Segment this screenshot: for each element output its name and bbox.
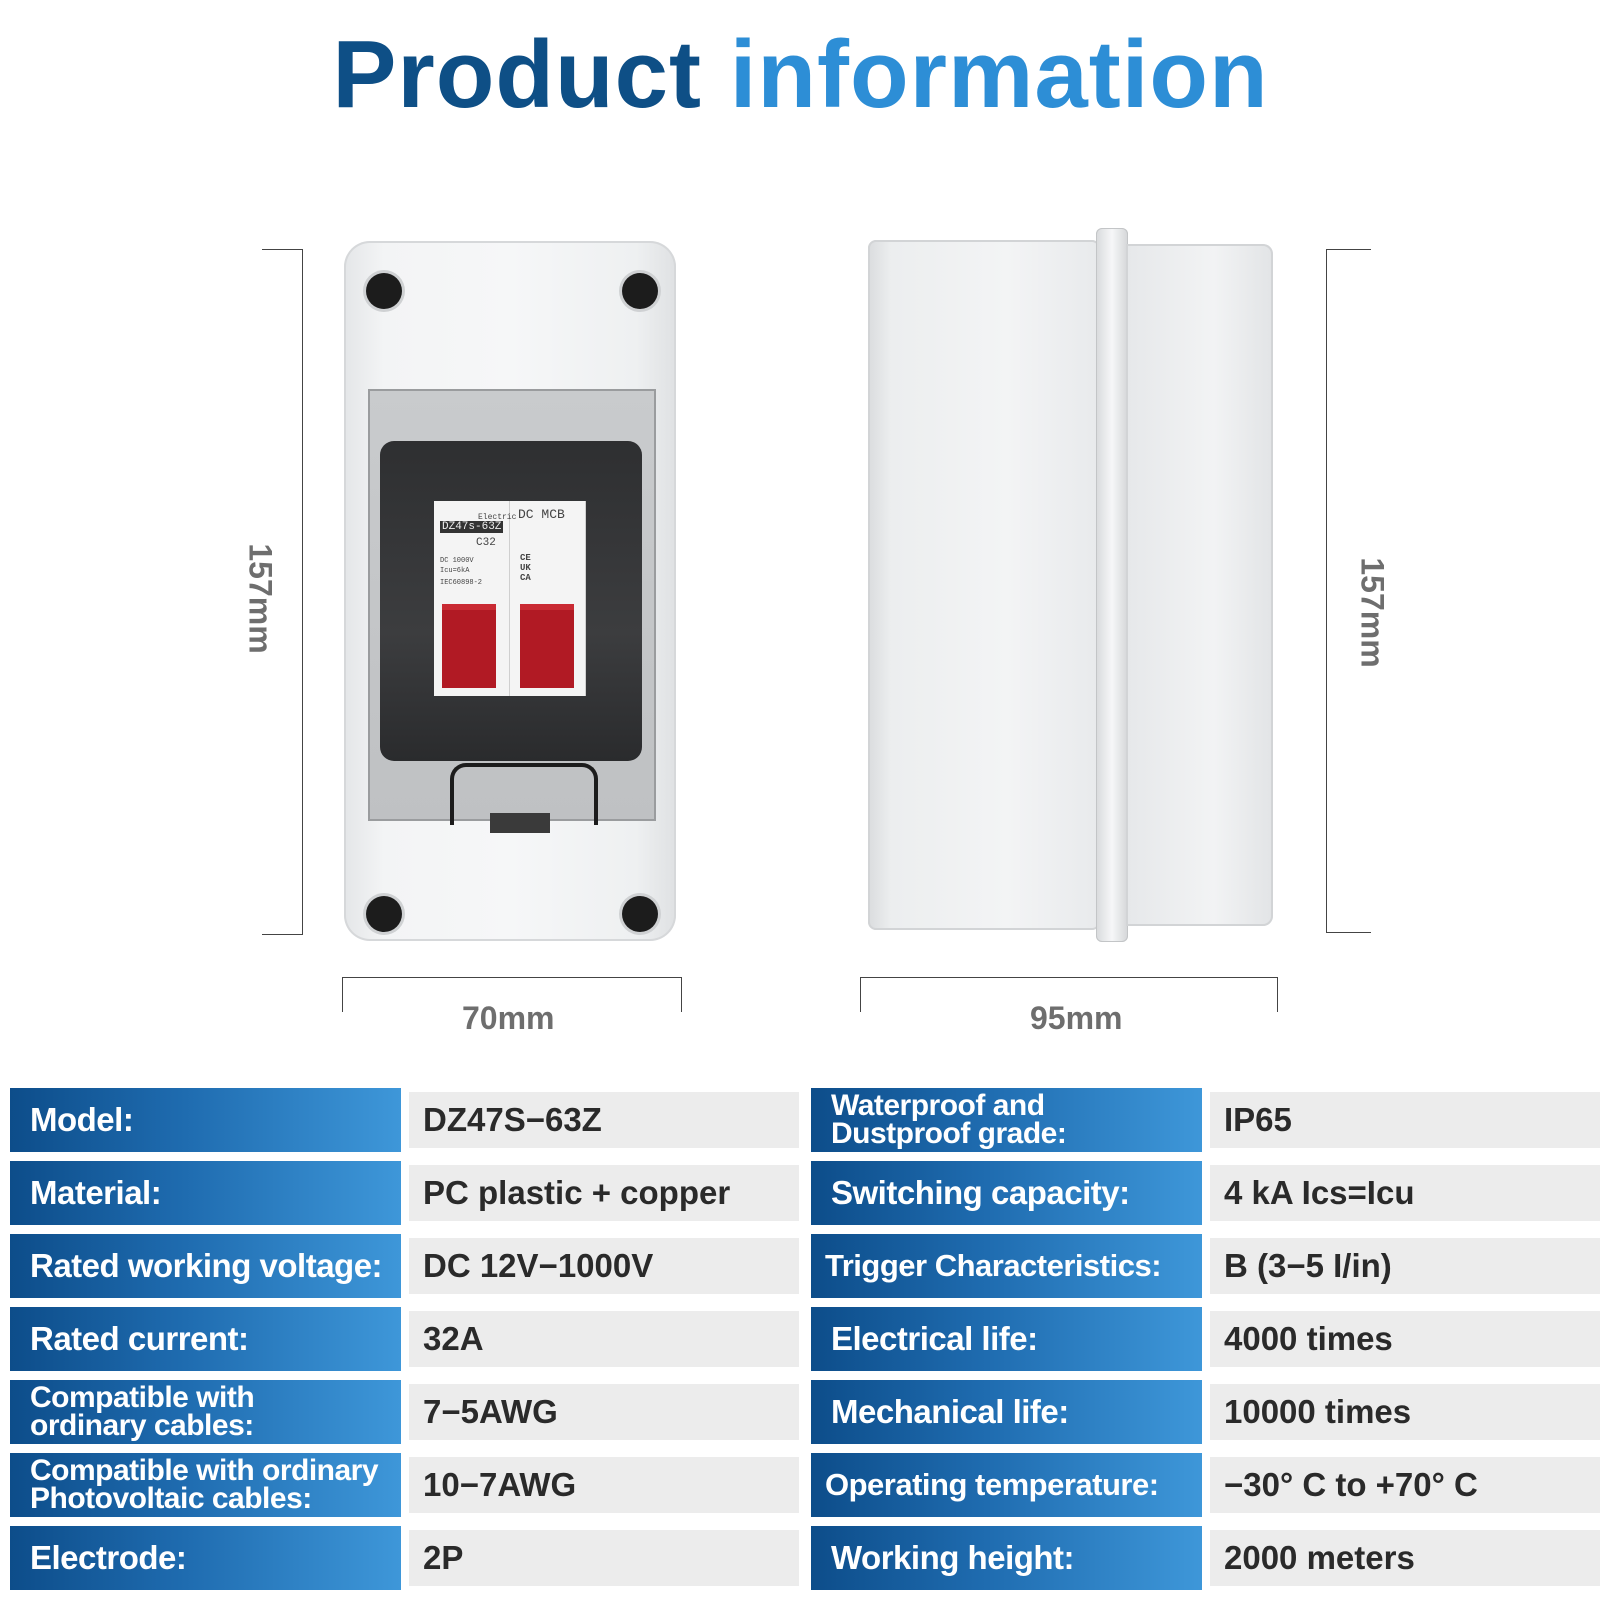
spec-value: 10000 times: [1210, 1384, 1600, 1440]
cover-latch-base: [490, 813, 550, 833]
spec-label: Rated current:: [10, 1307, 401, 1371]
spec-label: Working height:: [811, 1526, 1202, 1590]
cover-latch: [450, 763, 598, 825]
spec-value: DZ47S−63Z: [409, 1092, 799, 1148]
front-height-label: 157mm: [242, 543, 279, 654]
breaker-standard: IEC60898-2: [440, 579, 483, 587]
breaker-rating: C32: [476, 537, 496, 549]
transparent-cover-window: Electric DZ47s-63Z C32 DC MCB DC 1000V I…: [368, 389, 656, 833]
spec-label: Operating temperature:: [811, 1453, 1202, 1517]
enclosure-seal-rim: [1096, 228, 1128, 942]
screw-hole: [366, 896, 402, 932]
side-width-dimension-line: [860, 977, 1278, 1012]
spec-value: PC plastic + copper: [409, 1165, 799, 1221]
enclosure-lid-side: [1126, 244, 1273, 926]
spec-value: 4 kA Ics=Icu: [1210, 1165, 1600, 1221]
spec-label: Compatible with ordinary cables:: [10, 1380, 401, 1444]
spec-label: Trigger Characteristics:: [811, 1234, 1202, 1298]
screw-hole: [622, 273, 658, 309]
spec-value: −30° C to +70° C: [1210, 1457, 1600, 1513]
spec-label: Electrode:: [10, 1526, 401, 1590]
breaker-spec-voltage: DC 1000V: [440, 557, 474, 565]
spec-value: DC 12V−1000V: [409, 1238, 799, 1294]
front-width-label: 70mm: [462, 1000, 555, 1036]
enclosure-base-side: [868, 240, 1100, 930]
front-height-dimension-line: [262, 249, 303, 935]
breaker-handle-right: [520, 604, 574, 688]
side-height-label: 157mm: [1354, 557, 1391, 668]
spec-label: Electrical life:: [811, 1307, 1202, 1371]
enclosure-side-view: [868, 228, 1273, 942]
spec-value: B (3−5 I/in): [1210, 1238, 1600, 1294]
breaker-mount-panel: Electric DZ47s-63Z C32 DC MCB DC 1000V I…: [380, 441, 642, 833]
spec-value: 2P: [409, 1530, 799, 1586]
screw-hole: [622, 896, 658, 932]
spec-label: Waterproof and Dustproof grade:: [811, 1088, 1202, 1152]
side-height-dimension-line: [1326, 249, 1371, 933]
spec-value: 2000 meters: [1210, 1530, 1600, 1586]
breaker-cert-marks: CE UK CA: [520, 553, 531, 583]
front-width-dimension-line: [342, 977, 682, 1012]
screw-hole: [366, 273, 402, 309]
spec-value: IP65: [1210, 1092, 1600, 1148]
spec-label: Model:: [10, 1088, 401, 1152]
dc-mcb-breaker: Electric DZ47s-63Z C32 DC MCB DC 1000V I…: [434, 501, 586, 696]
spec-label: Material:: [10, 1161, 401, 1225]
spec-value: 10−7AWG: [409, 1457, 799, 1513]
spec-label: Compatible with ordinary Photovoltaic ca…: [10, 1453, 401, 1517]
title-word-information: information: [729, 21, 1269, 128]
spec-value: 32A: [409, 1311, 799, 1367]
breaker-handle-left: [442, 604, 496, 688]
breaker-brand: Electric: [478, 513, 517, 522]
side-width-label: 95mm: [1030, 1000, 1123, 1036]
enclosure-front-view: Electric DZ47s-63Z C32 DC MCB DC 1000V I…: [344, 241, 676, 941]
title-word-product: Product: [332, 21, 703, 128]
breaker-model: DZ47s-63Z: [440, 521, 504, 533]
spec-value: 4000 times: [1210, 1311, 1600, 1367]
spec-value: 7−5AWG: [409, 1384, 799, 1440]
spec-label: Rated working voltage:: [10, 1234, 401, 1298]
spec-label: Switching capacity:: [811, 1161, 1202, 1225]
breaker-type: DC MCB: [518, 507, 565, 522]
spec-label: Mechanical life:: [811, 1380, 1202, 1444]
page-title: Product information: [0, 20, 1601, 130]
breaker-spec-icu: Icu=6kA: [440, 567, 470, 575]
